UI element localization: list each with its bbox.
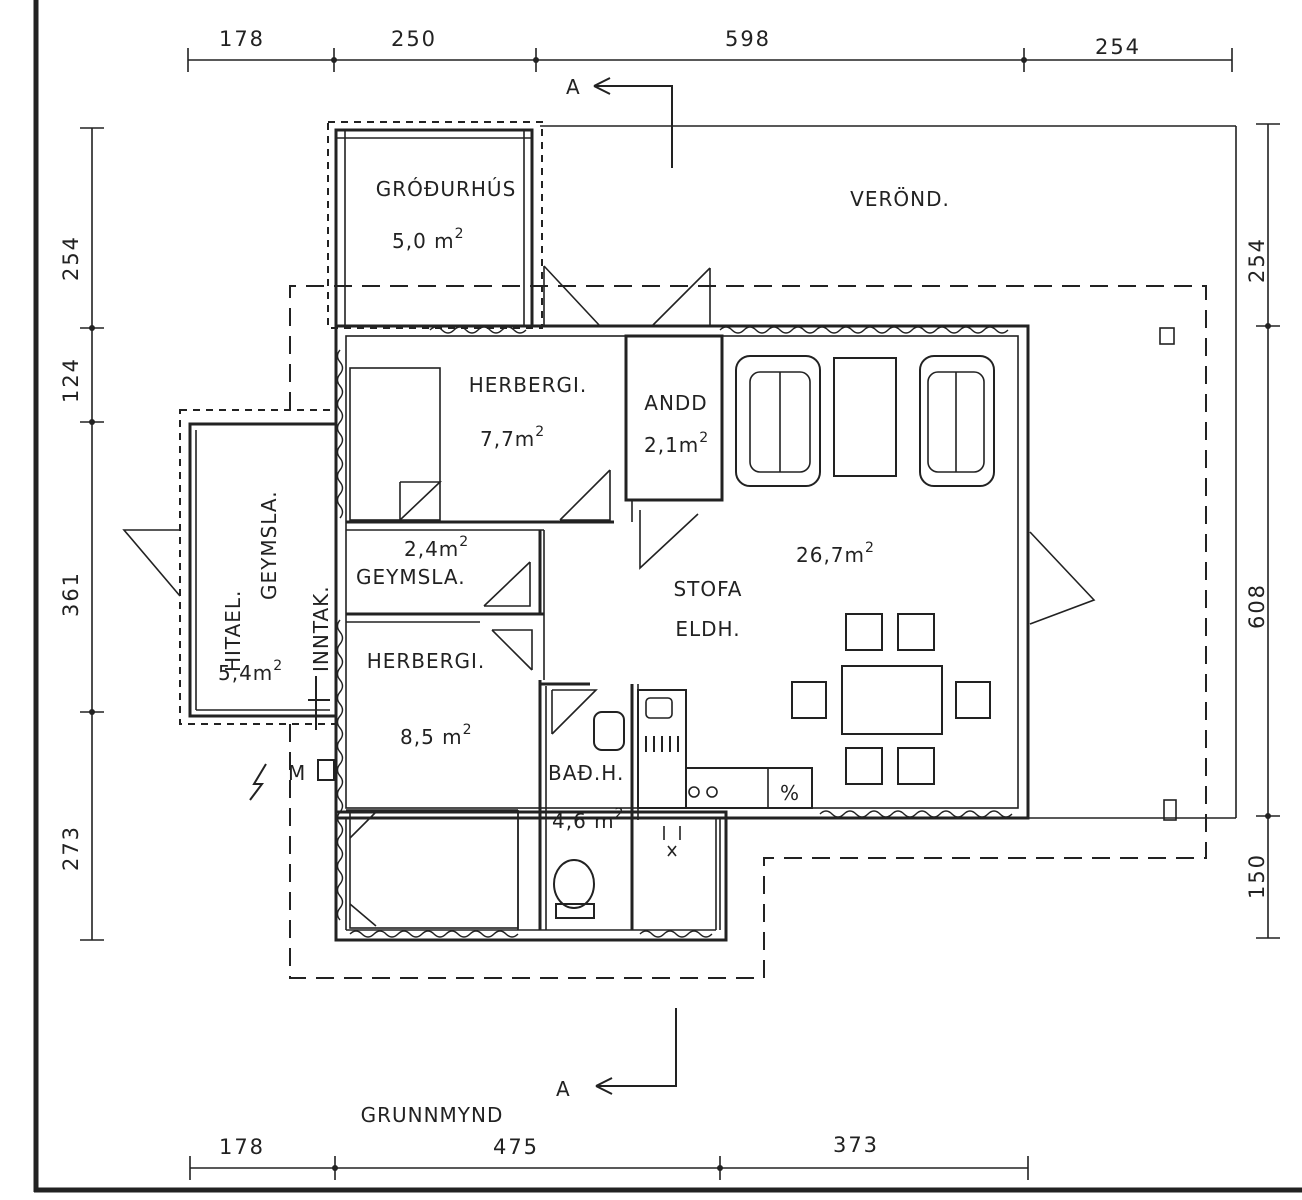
living-name: STOFA bbox=[673, 577, 742, 601]
section-label-bottom: A bbox=[556, 1077, 571, 1101]
bathroom-fixtures bbox=[553, 711, 681, 919]
fridge-symbol: % bbox=[780, 781, 800, 805]
closet-name: ANDD bbox=[644, 391, 707, 415]
dim-top-2: 250 bbox=[391, 27, 437, 51]
electric-meter bbox=[308, 676, 335, 781]
dim-bottom-2: 475 bbox=[493, 1135, 539, 1159]
dimension-left: 254 124 361 273 bbox=[59, 127, 104, 941]
bed-herbergi1 bbox=[349, 367, 441, 521]
greenhouse bbox=[327, 121, 543, 329]
sofa-set bbox=[735, 355, 995, 487]
bedroom1-name: HERBERGI. bbox=[469, 373, 588, 397]
dim-left-2: 124 bbox=[59, 357, 83, 403]
veranda-name: VERÖND. bbox=[850, 187, 950, 211]
dimension-bottom: 178 475 373 bbox=[189, 1133, 1029, 1180]
dimension-right: 254 608 150 bbox=[1245, 123, 1280, 939]
dim-right-1: 254 bbox=[1245, 237, 1269, 283]
storage-name: GEYMSLA. bbox=[356, 565, 466, 589]
dim-bottom-1: 178 bbox=[219, 1135, 265, 1159]
meter-label: M bbox=[288, 761, 306, 785]
dim-top-4: 254 bbox=[1095, 35, 1141, 59]
insulation-top bbox=[429, 326, 1009, 334]
closet-area: 2,1m2 bbox=[644, 430, 709, 457]
bathroom-area: 4,6 m2 bbox=[552, 806, 625, 833]
bed-herbergi2 bbox=[349, 811, 519, 929]
utility-name-1: HITAEL. bbox=[221, 590, 245, 672]
roof-outline bbox=[289, 285, 1207, 979]
utility-area: 5,4m2 bbox=[218, 658, 283, 685]
interior-walls bbox=[346, 334, 724, 930]
dim-left-4: 273 bbox=[59, 825, 83, 871]
plan-title: GRUNNMYND bbox=[361, 1103, 504, 1127]
section-label-top: A bbox=[566, 75, 581, 99]
dim-top-1: 178 bbox=[219, 27, 265, 51]
dim-left-3: 361 bbox=[59, 571, 83, 617]
dim-bottom-3: 373 bbox=[833, 1133, 879, 1157]
dim-left-1: 254 bbox=[59, 235, 83, 281]
dim-right-2: 608 bbox=[1245, 583, 1269, 629]
veranda-details bbox=[1159, 327, 1177, 821]
bedroom2-area: 8,5 m2 bbox=[400, 722, 473, 749]
living-area: 26,7m2 bbox=[796, 540, 875, 567]
bedroom1-area: 7,7m2 bbox=[480, 424, 545, 451]
utility-name-2: GEYMSLA. bbox=[257, 490, 281, 600]
greenhouse-area: 5,0 m2 bbox=[392, 226, 465, 253]
dim-top-3: 598 bbox=[725, 27, 771, 51]
kitchen-name: ELDH. bbox=[675, 617, 740, 641]
utility-annex bbox=[179, 409, 338, 725]
bathroom-name: BAÐ.H. bbox=[548, 761, 624, 785]
insulation-left bbox=[336, 349, 344, 921]
kitchen-counter: % bbox=[637, 689, 813, 809]
dimension-top: 178 250 598 254 bbox=[187, 27, 1233, 72]
storage-area: 2,4m2 bbox=[404, 534, 469, 561]
greenhouse-name: GRÓÐURHÚS bbox=[376, 177, 517, 201]
dining-set bbox=[791, 613, 991, 785]
veranda-outline bbox=[540, 125, 1237, 819]
lightning-icon bbox=[249, 763, 267, 801]
intake-name: INNTAK. bbox=[309, 585, 333, 672]
insulation-bottom bbox=[349, 810, 1013, 938]
bedroom2-name: HERBERGI. bbox=[367, 649, 486, 673]
section-marker-top: A bbox=[566, 75, 673, 168]
section-marker-bottom: A bbox=[556, 1008, 677, 1101]
dim-right-3: 150 bbox=[1245, 853, 1269, 899]
